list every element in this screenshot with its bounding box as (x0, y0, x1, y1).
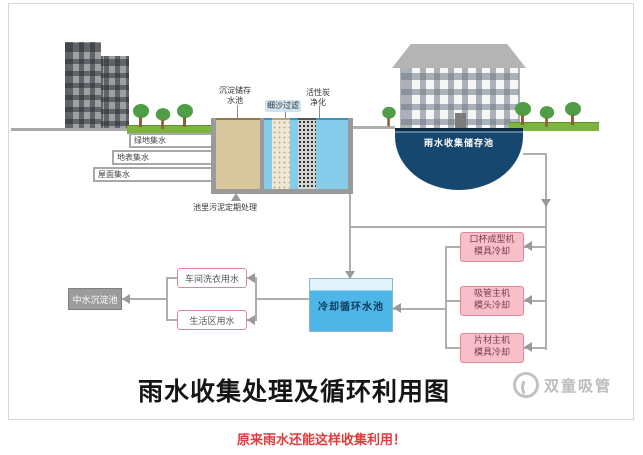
label-surface-collect: 地表集水 (117, 153, 149, 162)
house-building (400, 67, 520, 130)
label-laundry-use: 车间洗衣用水 (184, 274, 239, 285)
machine-box-cup-molder: 口杯成型机 模具冷却 (460, 232, 524, 262)
living-use-box: 生活区用水 (177, 310, 247, 330)
tank-wall (260, 118, 264, 189)
pipe-line (349, 228, 351, 278)
pipe-line (523, 153, 547, 155)
sludge-note: 池里污泥定期处理 (193, 203, 257, 212)
pipe-line (353, 126, 395, 129)
label-storage-pool: 雨水收集储存池 (423, 139, 494, 149)
label-reclaimed-tank: 中水沉淀池 (72, 295, 118, 306)
diagram-title: 雨水收集处理及循环利用图 (137, 377, 450, 406)
pipe-line (393, 308, 445, 310)
flow-arrow-icon (524, 241, 532, 251)
label-cooling-pool: 冷却循环水池 (318, 301, 384, 313)
flow-arrow-icon (541, 199, 551, 207)
water-column (264, 118, 272, 189)
pipe-line (445, 246, 447, 349)
pipe-line (447, 300, 460, 302)
pipe-line (524, 300, 545, 302)
flow-arrow-icon (524, 295, 532, 305)
flow-arrow-icon (231, 193, 241, 201)
house-roof (392, 44, 526, 68)
leader-line (319, 106, 320, 118)
brand-watermark: 双童吸管 (513, 372, 612, 398)
laundry-use-box: 车间洗衣用水 (177, 268, 247, 288)
pipe-line (524, 246, 545, 248)
label-roof-collect: 屋面集水 (98, 170, 130, 179)
machine-label-line: 片材主机 (473, 336, 510, 347)
label-green-collect: 绿地集水 (134, 136, 166, 145)
machine-box-sheet-main: 片材主机 模具冷却 (460, 333, 524, 363)
flow-arrow-icon (345, 271, 355, 279)
rainwater-storage-pool: 雨水收集储存池 (395, 128, 523, 190)
pipe-line (166, 277, 168, 321)
tree-icon (565, 102, 581, 125)
pipe-line (255, 277, 257, 321)
leader-line (237, 105, 238, 118)
house-door (455, 113, 466, 129)
tree-icon (382, 106, 396, 127)
label-sand-filter: 细沙过滤 (265, 100, 301, 112)
pipe-line (168, 277, 177, 279)
brand-name: 双童吸管 (544, 376, 613, 395)
label-living-use: 生活区用水 (189, 316, 235, 327)
ground-line (11, 128, 129, 131)
tree-icon (155, 108, 171, 129)
flow-arrow-icon (122, 294, 130, 304)
pipe-line (257, 298, 309, 300)
apartment-building (65, 42, 101, 130)
channel-roof-collect: 屋面集水 (93, 167, 215, 182)
treatment-tank-set (211, 118, 353, 194)
article-caption: 原来雨水还能这样收集利用！ (236, 433, 406, 448)
pipe-line (447, 246, 460, 248)
label-sediment-tank: 沉淀储存水池 (219, 86, 251, 105)
brand-logo-icon (513, 372, 539, 398)
machine-label-line: 模具冷却 (473, 348, 510, 358)
diagram-image: 绿地集水 地表集水 屋面集水 沉淀储存水池 细沙过滤 活性炭净化 池里污泥定期处… (8, 3, 634, 420)
pipe-line (524, 347, 545, 349)
channel-surface-collect: 地表集水 (112, 150, 215, 165)
pipe-line (545, 153, 547, 350)
machine-label-line: 模头冷却 (473, 301, 510, 311)
water-column (316, 118, 348, 189)
pipe-line (168, 319, 177, 321)
water-column (290, 118, 298, 189)
label-carbon-purify: 活性炭净化 (306, 88, 330, 107)
machine-label-line: 模具冷却 (473, 247, 510, 257)
sediment-tank (216, 118, 260, 189)
tree-icon (133, 104, 149, 127)
flow-arrow-icon (393, 303, 401, 313)
sand-filter-column (272, 118, 290, 189)
flow-arrow-icon (247, 273, 255, 283)
carbon-filter-column (298, 118, 316, 189)
reclaimed-water-tank: 中水沉淀池 (68, 288, 122, 310)
apartment-building-annex (101, 56, 129, 130)
cooling-circulation-pool: 冷却循环水池 (309, 278, 393, 332)
flow-arrow-icon (524, 342, 532, 352)
channel-green-collect: 绿地集水 (129, 133, 215, 148)
pipe-line (122, 298, 166, 300)
tree-icon (177, 104, 193, 127)
machine-label-line: 口杯成型机 (469, 235, 515, 246)
machine-label-line: 吸管主机 (473, 289, 510, 300)
grass-strip-left (127, 125, 217, 134)
grass-strip-right (509, 122, 599, 131)
flow-arrow-icon (247, 315, 255, 325)
machine-box-straw-main: 吸管主机 模头冷却 (460, 286, 524, 316)
leader-line (285, 112, 286, 118)
pipe-line (447, 347, 460, 349)
pipe-line (351, 226, 545, 228)
tree-icon (515, 102, 531, 125)
tree-icon (539, 106, 555, 127)
pipe-line (349, 194, 351, 228)
